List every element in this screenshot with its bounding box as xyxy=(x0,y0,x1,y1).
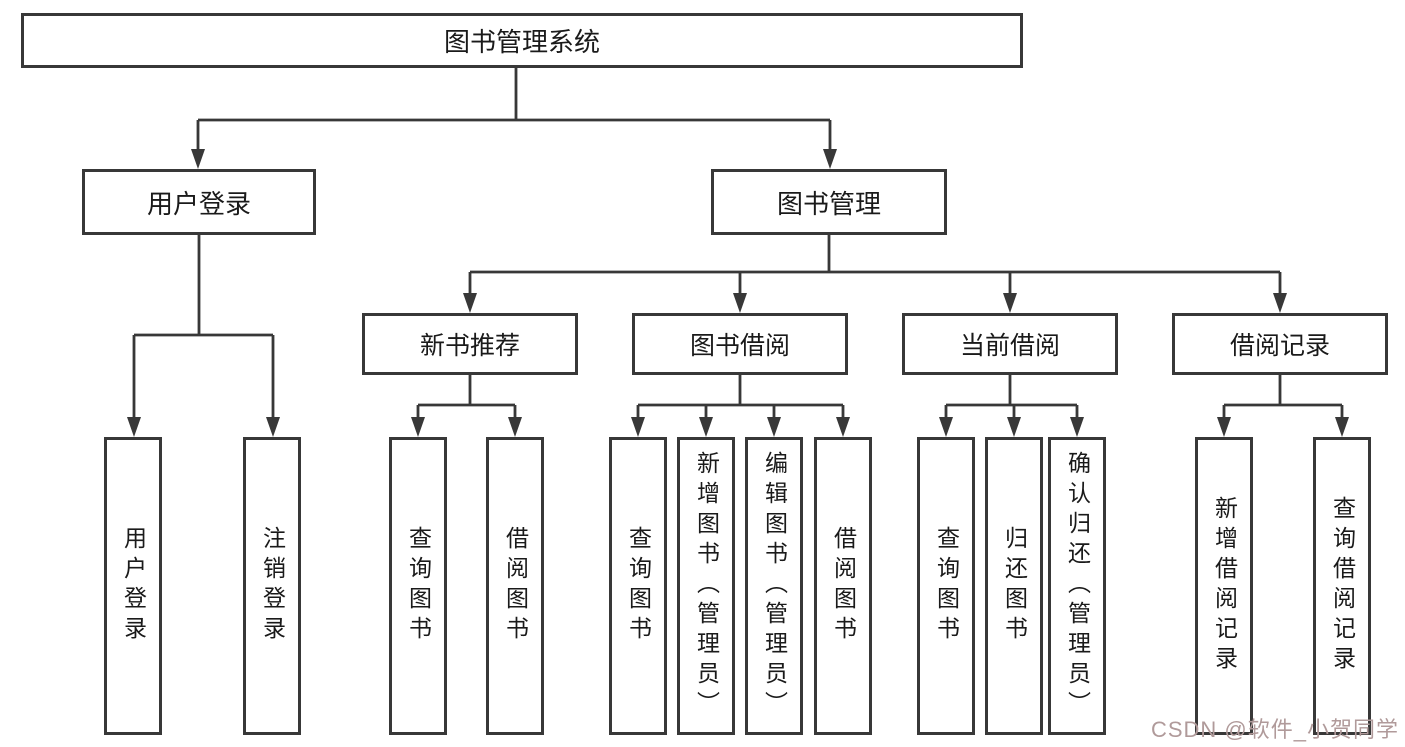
connector-current-borrow-fork xyxy=(939,375,1084,437)
leaf-current-confirm-return-admin-label: 确认归还（管理员） xyxy=(1064,451,1091,721)
leaf-records-query-record: 查询借阅记录 xyxy=(1313,437,1371,735)
connector-book-management-fork xyxy=(463,234,1287,313)
node-book-management-label: 图书管理 xyxy=(776,188,881,219)
leaf-newbook-query-books: 查询图书 xyxy=(389,437,447,735)
leaf-borrow-query-books: 查询图书 xyxy=(609,437,667,735)
connector-borrow-records-fork xyxy=(1217,375,1349,437)
node-book-borrow: 图书借阅 xyxy=(632,313,848,375)
leaf-borrow-borrow-books-label: 借阅图书 xyxy=(830,526,857,646)
leaf-current-query-books: 查询图书 xyxy=(917,437,975,735)
csdn-watermark: CSDN @软件_小贺同学 xyxy=(1150,717,1399,742)
connector-root-to-level2 xyxy=(191,68,837,169)
node-borrow-records-label: 借阅记录 xyxy=(1229,332,1330,360)
leaf-borrow-edit-books-admin: 编辑图书（管理员） xyxy=(745,437,803,735)
connector-user-login-fork xyxy=(127,235,280,437)
leaf-user-login-label: 用户登录 xyxy=(120,526,147,646)
leaf-logout: 注销登录 xyxy=(243,437,301,735)
node-borrow-records: 借阅记录 xyxy=(1172,313,1388,375)
node-current-borrow-label: 当前借阅 xyxy=(959,332,1060,360)
leaf-borrow-borrow-books: 借阅图书 xyxy=(814,437,872,735)
leaf-current-return-books: 归还图书 xyxy=(985,437,1043,735)
node-current-borrow: 当前借阅 xyxy=(902,313,1118,375)
leaf-logout-label: 注销登录 xyxy=(259,526,286,646)
node-user-login-label: 用户登录 xyxy=(146,188,251,219)
leaf-current-return-books-label: 归还图书 xyxy=(1001,526,1028,646)
leaf-current-confirm-return-admin: 确认归还（管理员） xyxy=(1048,437,1106,735)
leaf-newbook-borrow-books: 借阅图书 xyxy=(486,437,544,735)
leaf-borrow-edit-books-admin-label: 编辑图书（管理员） xyxy=(761,451,788,721)
leaf-user-login: 用户登录 xyxy=(104,437,162,735)
node-root-label: 图书管理系统 xyxy=(443,27,600,57)
leaf-records-add-record: 新增借阅记录 xyxy=(1195,437,1253,735)
node-user-login: 用户登录 xyxy=(82,169,316,235)
node-book-borrow-label: 图书借阅 xyxy=(689,332,790,360)
leaf-newbook-query-books-label: 查询图书 xyxy=(405,526,432,646)
leaf-borrow-add-books-admin: 新增图书（管理员） xyxy=(677,437,735,735)
node-new-book-recommend: 新书推荐 xyxy=(362,313,578,375)
node-new-book-recommend-label: 新书推荐 xyxy=(419,332,520,360)
leaf-borrow-query-books-label: 查询图书 xyxy=(625,526,652,646)
connector-new-book-fork xyxy=(411,375,522,437)
node-root-system: 图书管理系统 xyxy=(21,13,1023,68)
leaf-current-query-books-label: 查询图书 xyxy=(933,526,960,646)
leaf-newbook-borrow-books-label: 借阅图书 xyxy=(502,526,529,646)
node-book-management: 图书管理 xyxy=(711,169,947,235)
leaf-records-query-record-label: 查询借阅记录 xyxy=(1329,496,1356,676)
leaf-records-add-record-label: 新增借阅记录 xyxy=(1211,496,1238,676)
leaf-borrow-add-books-admin-label: 新增图书（管理员） xyxy=(693,451,720,721)
connector-book-borrow-fork xyxy=(631,375,850,437)
